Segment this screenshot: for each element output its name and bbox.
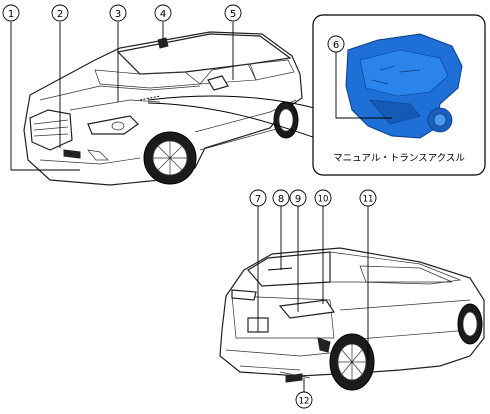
- callout-8: 8: [272, 189, 290, 207]
- front-car-illustration: [23, 31, 303, 186]
- callout-2-label: 2: [57, 9, 63, 20]
- callout-4: 4: [154, 4, 172, 22]
- front-leaders: [10, 22, 346, 171]
- callout-3-label: 3: [115, 9, 121, 20]
- callout-1-label: 1: [8, 9, 14, 20]
- callout-10: 10: [314, 189, 332, 207]
- callout-3: 3: [109, 4, 127, 22]
- callout-1: 1: [2, 4, 20, 22]
- callout-8-label: 8: [278, 194, 284, 205]
- rear-leaders: [257, 206, 369, 392]
- callout-7-label: 7: [255, 194, 261, 205]
- callout-2: 2: [51, 4, 69, 22]
- callout-6: 6: [327, 35, 345, 53]
- callout-12-label: 12: [299, 397, 310, 407]
- callout-5-label: 5: [230, 9, 236, 20]
- callout-5: 5: [224, 4, 242, 22]
- callout-10-label: 10: [318, 195, 329, 205]
- callout-9-label: 9: [295, 194, 301, 205]
- callout-7: 7: [249, 189, 267, 207]
- callout-6-label: 6: [333, 40, 339, 51]
- callout-4-label: 4: [160, 9, 166, 20]
- callout-11: 11: [359, 189, 377, 207]
- callout-12: 12: [295, 391, 313, 409]
- callout-9: 9: [289, 189, 307, 207]
- rear-car-illustration: [219, 247, 485, 391]
- callout-11-label: 11: [363, 195, 374, 205]
- transaxle-inset: [312, 14, 486, 176]
- transaxle-caption: マニュアル・トランスアクスル: [333, 153, 465, 164]
